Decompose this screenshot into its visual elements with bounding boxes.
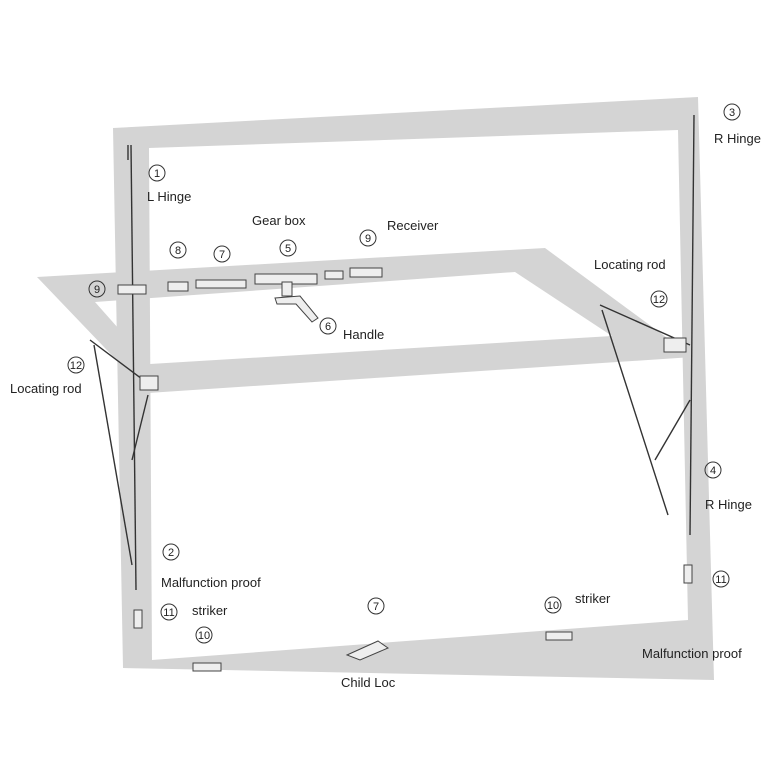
part-9-left bbox=[117, 284, 147, 295]
callout-10-left: 10 bbox=[195, 626, 213, 644]
svg-text:3: 3 bbox=[729, 107, 735, 119]
right-hinge-bar bbox=[689, 114, 695, 536]
label-striker-left: striker bbox=[192, 603, 228, 618]
callouts: 1 3 5 9 8 7 9 12 6 12 4 2 11 11 7 10 10 bbox=[67, 103, 741, 644]
svg-text:9: 9 bbox=[94, 284, 100, 296]
callout-9-left: 9 bbox=[88, 280, 106, 298]
label-r-hinge-bottom: R Hinge bbox=[705, 497, 752, 512]
label-locating-rod-right: Locating rod bbox=[594, 257, 666, 272]
right-stay-brace bbox=[654, 399, 691, 461]
part-connector bbox=[324, 270, 344, 280]
left-stay-bracket bbox=[139, 375, 159, 391]
label-l-hinge: L Hinge bbox=[147, 189, 191, 204]
svg-text:8: 8 bbox=[175, 245, 181, 257]
part-8 bbox=[167, 281, 189, 292]
right-locating-rod bbox=[599, 304, 691, 516]
svg-text:1: 1 bbox=[154, 168, 160, 180]
svg-text:9: 9 bbox=[365, 233, 371, 245]
receiver-part bbox=[349, 267, 383, 278]
labels: L Hinge R Hinge Gear box Receiver Locati… bbox=[10, 131, 761, 690]
svg-text:11: 11 bbox=[163, 607, 174, 619]
window-frame bbox=[37, 97, 714, 680]
callout-8: 8 bbox=[169, 241, 187, 259]
label-gear-box: Gear box bbox=[252, 213, 306, 228]
malfunction-proof-left-part bbox=[133, 609, 143, 629]
label-striker-right: striker bbox=[575, 591, 611, 606]
gear-box-spindle bbox=[281, 281, 293, 297]
child-lock-part bbox=[345, 640, 390, 661]
striker-right-part bbox=[545, 631, 573, 641]
label-locating-rod-left: Locating rod bbox=[10, 381, 82, 396]
svg-text:12: 12 bbox=[70, 360, 82, 372]
callout-11-right: 11 bbox=[712, 570, 730, 588]
label-malfunction-proof-right: Malfunction proof bbox=[642, 646, 742, 661]
malfunction-proof-right-part bbox=[683, 564, 693, 584]
handle-part bbox=[274, 295, 319, 323]
svg-text:6: 6 bbox=[325, 321, 331, 333]
callout-6: 6 bbox=[319, 317, 337, 335]
callout-12-left: 12 bbox=[67, 356, 85, 374]
callout-7-bottom: 7 bbox=[367, 597, 385, 615]
label-child-lock: Child Loc bbox=[341, 675, 396, 690]
svg-text:10: 10 bbox=[198, 630, 210, 642]
svg-text:7: 7 bbox=[373, 601, 379, 613]
svg-text:4: 4 bbox=[710, 465, 716, 477]
left-stay-brace bbox=[131, 394, 149, 461]
right-hinge-rod bbox=[689, 114, 695, 536]
label-handle: Handle bbox=[343, 327, 384, 342]
svg-text:10: 10 bbox=[547, 600, 559, 612]
striker-left-part bbox=[192, 662, 222, 672]
callout-10-right: 10 bbox=[544, 596, 562, 614]
left-hinge-bar bbox=[130, 144, 137, 591]
label-r-hinge-top: R Hinge bbox=[714, 131, 761, 146]
part-7-rod bbox=[195, 279, 247, 289]
left-locating-rod bbox=[89, 339, 159, 566]
right-stay-bracket bbox=[663, 337, 687, 353]
callout-4: 4 bbox=[704, 461, 722, 479]
label-malfunction-proof-left: Malfunction proof bbox=[161, 575, 261, 590]
hardware-parts bbox=[117, 267, 693, 672]
svg-text:12: 12 bbox=[653, 294, 665, 306]
callout-7-top: 7 bbox=[213, 245, 231, 263]
callout-9-top: 9 bbox=[359, 229, 377, 247]
svg-text:11: 11 bbox=[715, 574, 726, 586]
right-stay-arm bbox=[601, 309, 669, 516]
callout-12-right: 12 bbox=[650, 290, 668, 308]
label-receiver: Receiver bbox=[387, 218, 439, 233]
callout-11-left: 11 bbox=[160, 603, 178, 621]
left-hinge-rod bbox=[127, 144, 137, 591]
callout-5: 5 bbox=[279, 239, 297, 257]
callout-1: 1 bbox=[148, 164, 166, 182]
callout-2: 2 bbox=[162, 543, 180, 561]
left-stay-arm bbox=[93, 344, 133, 566]
callout-3: 3 bbox=[723, 103, 741, 121]
svg-text:7: 7 bbox=[219, 249, 225, 261]
svg-text:5: 5 bbox=[285, 243, 291, 255]
svg-text:2: 2 bbox=[168, 547, 174, 559]
